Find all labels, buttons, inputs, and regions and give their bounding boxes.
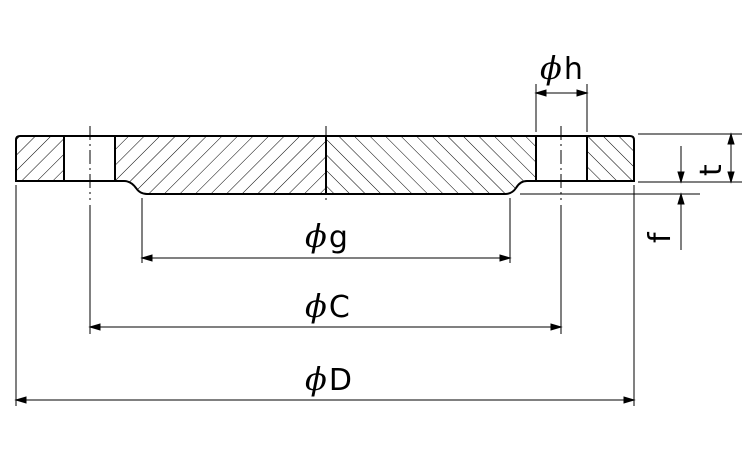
right-body: [325, 135, 537, 195]
dim-C-arrow-right: [550, 323, 563, 331]
phi-symbol: ϕ: [305, 217, 327, 255]
right-flange-end: [586, 135, 635, 182]
label-phi-g: ϕg: [305, 220, 348, 253]
dim-g-arrow-left: [140, 254, 153, 262]
label-phi-C: ϕC: [305, 290, 350, 323]
label-g-text: g: [328, 220, 348, 255]
dim-D-arrow-left: [14, 396, 27, 404]
label-t: t: [694, 164, 729, 176]
left-flange-end: [15, 135, 65, 182]
dim-f-arrow-top: [677, 171, 685, 184]
extension-lines: [15, 84, 742, 406]
dim-D-arrow-right: [623, 396, 636, 404]
phi-symbol: ϕ: [540, 49, 562, 87]
dimension-lines: [14, 89, 735, 404]
label-C-text: C: [328, 290, 350, 325]
label-f-text: f: [643, 232, 678, 243]
label-phi-D: ϕD: [305, 363, 352, 396]
phi-symbol: ϕ: [305, 287, 327, 325]
dim-h-arrow-left: [534, 89, 547, 97]
center-lines: [89, 126, 562, 200]
label-f: f: [643, 232, 678, 243]
dim-C-arrow-left: [88, 323, 101, 331]
dim-g-arrow-right: [499, 254, 512, 262]
dim-f-arrow-bottom: [677, 192, 685, 205]
dim-t-arrow-top: [727, 132, 735, 145]
label-D-text: D: [328, 363, 352, 398]
dim-t-arrow-bottom: [727, 171, 735, 184]
phi-symbol: ϕ: [305, 360, 327, 398]
flange-section: [15, 135, 635, 195]
label-t-text: t: [694, 164, 729, 176]
label-phi-h: ϕh: [540, 52, 583, 85]
label-h-text: h: [563, 52, 583, 87]
dim-h-arrow-right: [576, 89, 589, 97]
left-body: [114, 135, 327, 195]
